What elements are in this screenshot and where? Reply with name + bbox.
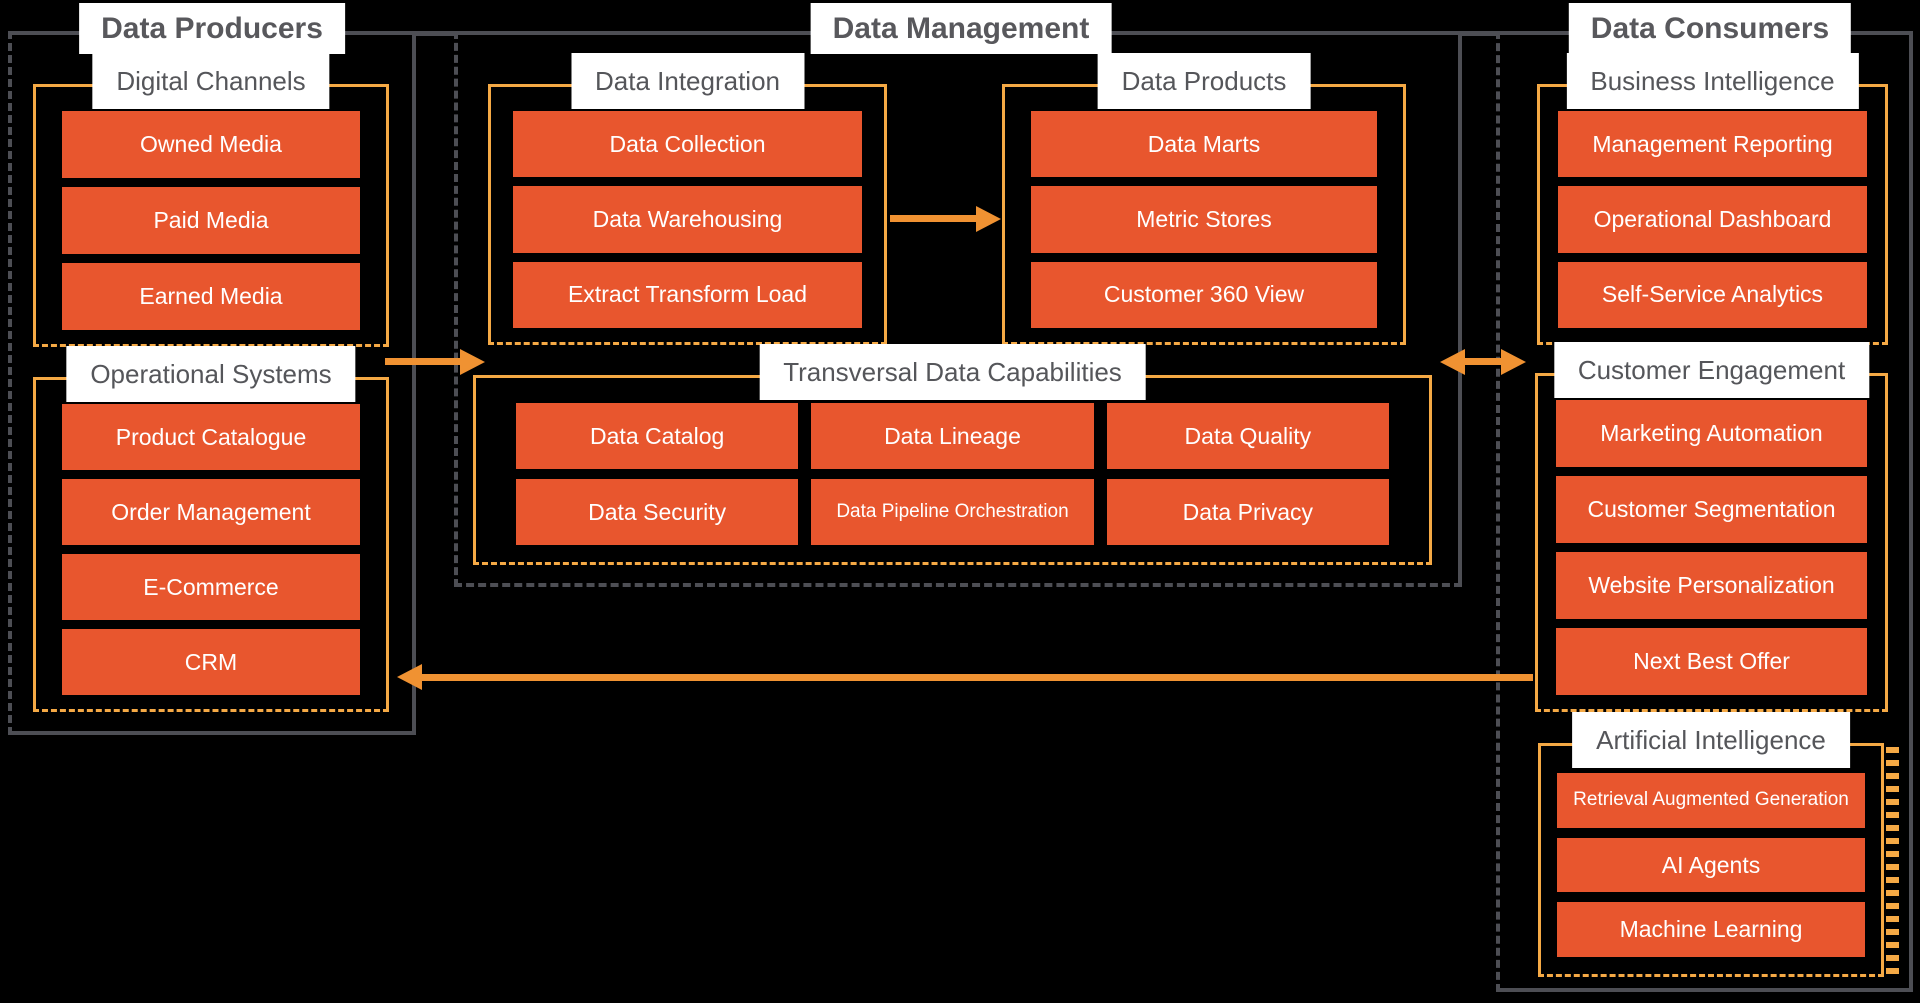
diagram-box: Earned Media: [62, 263, 360, 330]
diagram-box: Operational Dashboard: [1558, 186, 1867, 253]
diagram-box: Metric Stores: [1031, 186, 1377, 253]
diagram-box: Paid Media: [62, 187, 360, 254]
diagram-box: CRM: [62, 629, 360, 695]
diagram-box: Data Catalog: [516, 403, 799, 469]
title-data-management: Data Management: [810, 3, 1112, 54]
diagram-box: Website Personalization: [1556, 552, 1867, 619]
diagram-box: Data Pipeline Orchestration: [811, 479, 1094, 545]
group-label-data-products: Data Products: [1097, 53, 1311, 109]
arrow-integration-to-products-line: [890, 215, 978, 222]
diagram-box: Machine Learning: [1557, 902, 1865, 958]
group-transversal-data-capabilities: Transversal Data Capabilities Data Catal…: [473, 344, 1432, 565]
diagram-box: Order Management: [62, 479, 360, 545]
diagram-box: Next Best Offer: [1556, 628, 1867, 695]
diagram-box: E-Commerce: [62, 554, 360, 620]
diagram-box: Product Catalogue: [62, 404, 360, 470]
arrow-next-best-offer-to-crm-line: [421, 674, 1533, 681]
arrow-producers-to-management-line: [385, 358, 462, 365]
group-label-transversal-data-capabilities: Transversal Data Capabilities: [759, 344, 1146, 400]
diagram-box: Data Quality: [1106, 403, 1389, 469]
group-label-data-integration: Data Integration: [570, 53, 805, 109]
arrow-management-consumers-line: [1463, 358, 1503, 365]
group-label-artificial-intelligence: Artificial Intelligence: [1572, 712, 1850, 768]
arrow-management-consumers-left-head-icon: [1440, 349, 1465, 375]
diagram-box: Data Lineage: [811, 403, 1094, 469]
ai-group-dashed-edge: [1886, 747, 1899, 975]
diagram-box: Data Security: [516, 479, 799, 545]
diagram-box: Retrieval Augmented Generation: [1557, 773, 1865, 828]
group-label-customer-engagement: Customer Engagement: [1553, 342, 1870, 398]
diagram-box: Data Marts: [1031, 111, 1377, 178]
group-label-digital-channels: Digital Channels: [92, 53, 330, 109]
arrow-integration-to-products-head-icon: [976, 206, 1001, 232]
diagram-box: Management Reporting: [1558, 111, 1867, 178]
arrow-management-consumers-right-head-icon: [1501, 349, 1526, 375]
diagram-box: Data Warehousing: [513, 186, 862, 253]
diagram-box: Marketing Automation: [1556, 400, 1867, 467]
diagram-box: Data Privacy: [1106, 479, 1389, 545]
diagram-box: Customer 360 View: [1031, 261, 1377, 328]
arrow-next-best-offer-to-crm-head-icon: [397, 664, 422, 690]
diagram-box: Data Collection: [513, 111, 862, 178]
diagram-box: AI Agents: [1557, 837, 1865, 893]
diagram-box: Owned Media: [62, 111, 360, 178]
arrow-producers-to-management-head-icon: [460, 349, 485, 375]
group-customer-engagement: Customer Engagement Marketing Automation…: [1535, 342, 1888, 712]
diagram-box: Self-Service Analytics: [1558, 261, 1867, 328]
title-data-consumers: Data Consumers: [1568, 3, 1852, 54]
diagram-box: Customer Segmentation: [1556, 476, 1867, 543]
connector-line-producers-management: [412, 31, 458, 36]
group-label-business-intelligence: Business Intelligence: [1566, 53, 1859, 109]
group-business-intelligence: Business Intelligence Management Reporti…: [1537, 53, 1888, 345]
diagram-box: Extract Transform Load: [513, 261, 862, 328]
group-label-operational-systems: Operational Systems: [66, 346, 356, 402]
connector-line-management-consumers: [1458, 31, 1500, 36]
group-artificial-intelligence: Artificial Intelligence Retrieval Augmen…: [1538, 712, 1884, 977]
title-data-producers: Data Producers: [79, 3, 345, 54]
